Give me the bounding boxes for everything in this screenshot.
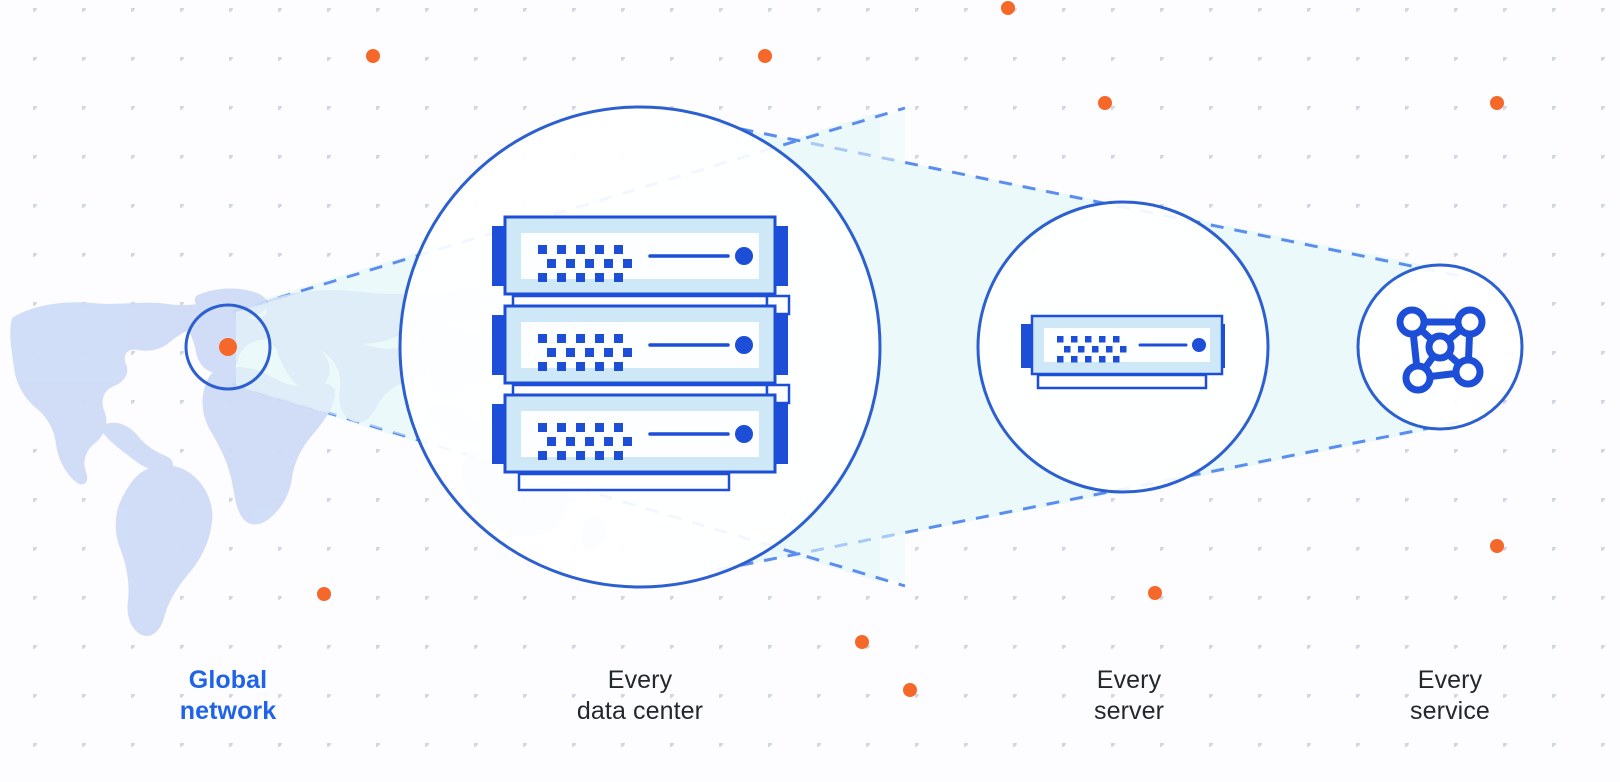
label-data-center-text2: data center: [576, 696, 704, 725]
rack-unit-3: [492, 393, 788, 474]
single-server-status-led: [1192, 338, 1206, 352]
accent-dot: [1148, 586, 1162, 600]
accent-dots-group: [317, 1, 1504, 697]
label-server-text: Every: [1096, 666, 1162, 694]
rack-unit-1-port-grid: [538, 245, 632, 282]
network-node-top-left: [1396, 306, 1428, 338]
map-location-pin: [219, 338, 237, 356]
accent-dot: [1490, 96, 1504, 110]
network-node-top-right: [1454, 306, 1486, 338]
label-data-center-text: Every: [607, 666, 673, 694]
accent-dot: [1490, 539, 1504, 553]
single-server-port-grid: [1057, 336, 1127, 363]
rack-unit-2: [492, 304, 788, 385]
rack-unit-2-port-grid: [538, 334, 632, 371]
dash-guide-bottom-left: [231, 382, 906, 588]
label-service-text2: service: [1410, 696, 1490, 725]
label-global-network-text: Global: [188, 666, 268, 694]
rack-unit-1: [492, 215, 788, 296]
network-node-center: [1425, 332, 1455, 362]
label-service-text: Every: [1417, 666, 1483, 694]
single-server-unit: [1021, 314, 1225, 390]
accent-dot: [1098, 96, 1112, 110]
network-graph-nodes: [1396, 306, 1486, 394]
accent-dot: [317, 587, 331, 601]
network-node-bottom-right: [1452, 356, 1484, 388]
accent-dot: [366, 49, 380, 63]
rack-unit-1-status-led: [735, 247, 753, 265]
label-global-network-text2: network: [179, 696, 277, 725]
label-server-text2: server: [1093, 696, 1165, 725]
accent-dot: [855, 635, 869, 649]
rack-unit-3-port-grid: [538, 423, 632, 460]
accent-dot: [758, 49, 772, 63]
network-node-bottom-left: [1402, 362, 1434, 394]
circle-global-network: [184, 303, 272, 391]
rack-unit-3-status-led: [735, 425, 753, 443]
single-server-base-shelf: [1036, 373, 1208, 390]
dash-guide-top-left: [231, 106, 906, 314]
rack-unit-2-status-led: [735, 336, 753, 354]
accent-dot: [1001, 1, 1015, 15]
accent-dot: [903, 683, 917, 697]
rack-base-shelf: [517, 472, 731, 492]
